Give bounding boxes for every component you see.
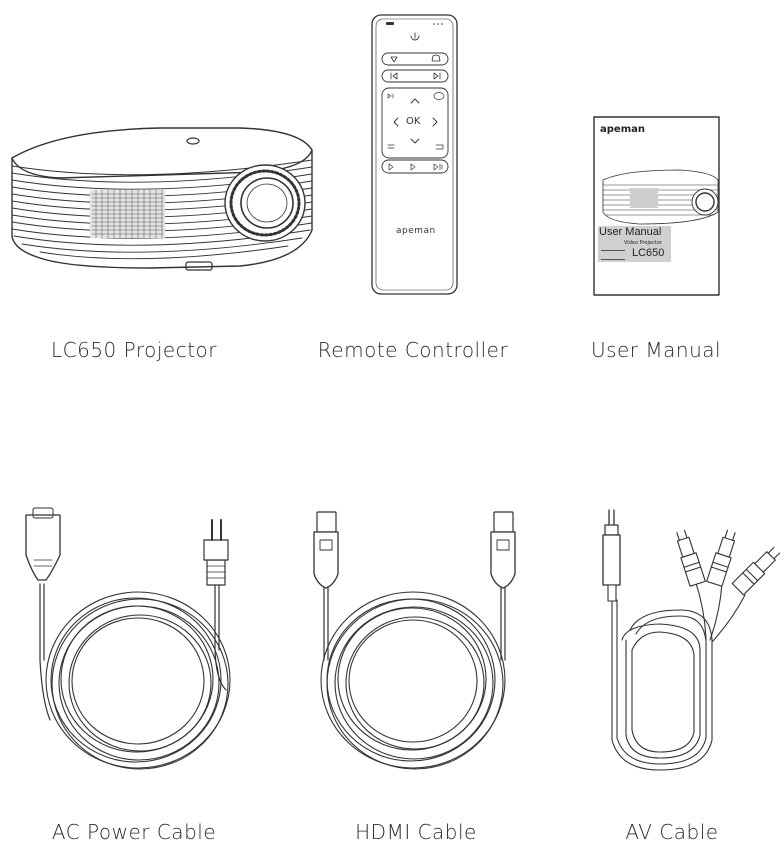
back-icon bbox=[435, 144, 444, 150]
label-projector: LC650 Projector bbox=[50, 338, 218, 362]
manual-title: User Manual bbox=[599, 226, 662, 238]
play-pause-icon bbox=[387, 93, 394, 99]
manual-brand: apeman bbox=[600, 124, 645, 135]
av-cable-illustration bbox=[602, 509, 781, 771]
input-icon bbox=[433, 92, 445, 100]
left-icon bbox=[393, 117, 399, 127]
prev-icon bbox=[390, 72, 398, 80]
right-icon bbox=[432, 117, 438, 127]
mute-icon bbox=[388, 163, 394, 171]
volume-up-icon bbox=[433, 163, 443, 171]
menu-icon bbox=[387, 144, 395, 149]
remote-illustration bbox=[371, 14, 458, 295]
label-remote-controller: Remote Controller bbox=[317, 338, 509, 362]
manual-cert-icons bbox=[601, 250, 625, 260]
manual-illustration bbox=[593, 116, 720, 296]
manual-model: LC650 bbox=[632, 247, 665, 259]
remote-brand-logo: apeman bbox=[396, 226, 436, 236]
down-icon bbox=[410, 138, 420, 144]
label-hdmi-cable: HDMI Cable bbox=[355, 820, 477, 844]
manual-subtitle: Video Projector bbox=[624, 240, 662, 246]
projector-illustration bbox=[11, 127, 313, 271]
volume-down-icon bbox=[410, 163, 416, 171]
bell-icon bbox=[431, 54, 441, 62]
ac-power-cable-illustration bbox=[25, 507, 231, 770]
label-av-cable: AV Cable bbox=[625, 820, 719, 844]
home-icon bbox=[390, 56, 398, 63]
up-icon bbox=[410, 98, 420, 104]
power-icon bbox=[410, 32, 420, 41]
label-ac-power-cable: AC Power Cable bbox=[51, 820, 217, 844]
label-user-manual: User Manual bbox=[590, 338, 722, 362]
next-icon bbox=[433, 72, 441, 80]
remote-ok-label: OK bbox=[406, 116, 421, 127]
hdmi-cable-illustration bbox=[313, 511, 516, 770]
